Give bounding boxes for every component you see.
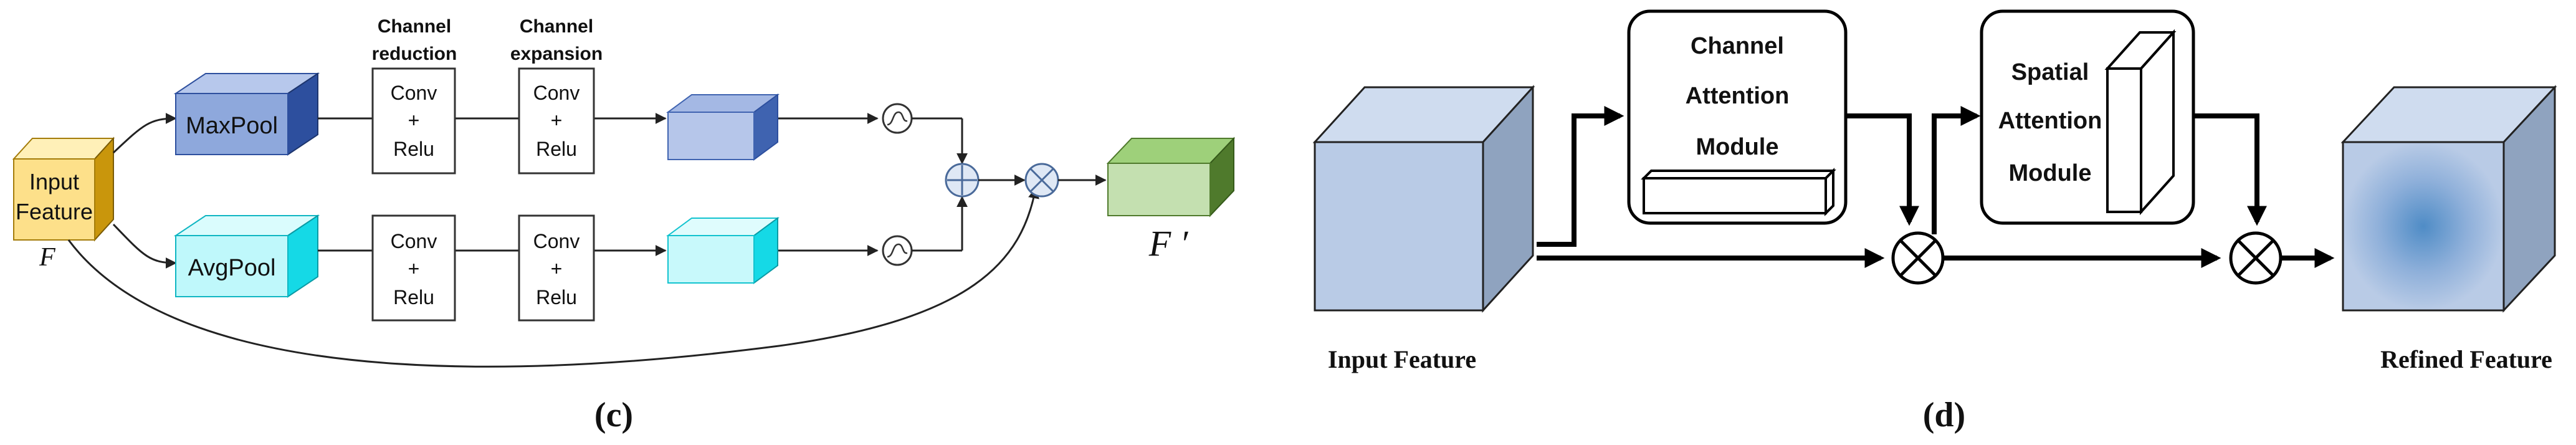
caption-c: (c) (594, 396, 633, 434)
svg-text:Conv: Conv (533, 230, 580, 252)
input-to-avgpool-arrow (112, 223, 177, 269)
spatial-module-line3: Module (2009, 160, 2092, 186)
conv-block-reduction-bottom: Conv + Relu (371, 214, 456, 322)
svg-text:+: + (551, 257, 563, 280)
maxpool-block: MaxPool (173, 72, 320, 156)
panel-d: Input Feature Channel Attention Module (1312, 9, 2557, 434)
spatial-module-line2: Attention (1998, 108, 2102, 134)
multiply1-to-spatial-module-arrow (1932, 106, 1981, 234)
channel-reduction-header-line1: Channel (378, 16, 451, 37)
times-circle-icon-c (1024, 163, 1059, 198)
input-feature-symbol: F (39, 243, 55, 272)
conv-block-expansion-top: Conv + Relu (518, 67, 595, 175)
plus-circle-icon (945, 163, 980, 198)
conv-block-expansion-bottom: Conv + Relu (518, 214, 595, 322)
channel-module-line1: Channel (1691, 33, 1784, 59)
svg-text:Relu: Relu (393, 286, 434, 309)
input-feature-cube: Input Feature F (12, 136, 115, 272)
avgpool-block: AvgPool (173, 214, 320, 298)
svg-text:Conv: Conv (391, 82, 437, 104)
channel-attention-module: Channel Attention Module (1627, 9, 1848, 225)
channel-expansion-header-line1: Channel (520, 16, 593, 37)
channel-module-line3: Module (1696, 134, 1779, 160)
caption-d: (d) (1923, 396, 1965, 434)
conv-block-reduction-top: Conv + Relu (371, 67, 456, 175)
skip-connection-arrow (67, 187, 1039, 368)
channel-expansion-header-line2: expansion (510, 44, 603, 64)
spatial-module-line1: Spatial (2011, 59, 2089, 85)
svg-text:Relu: Relu (536, 286, 577, 309)
input-feature-label-line2: Feature (16, 199, 93, 224)
spatial-module-to-multiply2-arrow (2195, 113, 2267, 226)
sigmoid-icon-top (882, 103, 913, 134)
svg-text:+: + (408, 257, 420, 280)
channel-module-to-multiply1-arrow (1847, 113, 1919, 226)
svg-text:+: + (551, 109, 563, 132)
input-to-maxpool-arrow (112, 113, 177, 154)
input-to-channel-module-arrow (1537, 106, 1624, 247)
input-feature-label-line1: Input (29, 169, 79, 194)
svg-text:Conv: Conv (533, 82, 580, 104)
svg-text:Relu: Relu (393, 138, 434, 160)
channel-module-line2: Attention (1686, 83, 1790, 109)
spatial-attention-module: Spatial Attention Module (1980, 9, 2195, 225)
times-circle-icon-d1 (1891, 231, 1945, 285)
output-feature-symbol: F ′ (1148, 223, 1189, 264)
input-feature-cube-d: Input Feature (1312, 85, 1535, 373)
svg-text:Relu: Relu (536, 138, 577, 160)
svg-text:Conv: Conv (391, 230, 437, 252)
avgpool-label: AvgPool (188, 255, 276, 281)
panel-c: Input Feature F MaxPool AvgPool Channel … (12, 16, 1236, 434)
maxpool-label: MaxPool (186, 113, 278, 139)
feature-map-bottom (665, 217, 780, 284)
output-feature-cube: F ′ (1106, 136, 1236, 264)
channel-reduction-header-line2: reduction (372, 44, 457, 64)
refined-feature-label: Refined Feature (2380, 345, 2552, 373)
input-feature-label-d: Input Feature (1328, 345, 1476, 373)
svg-text:+: + (408, 109, 420, 132)
times-circle-icon-d2 (2229, 231, 2283, 285)
refined-feature-cube: Refined Feature (2340, 85, 2557, 373)
sigmoid-icon-bottom (882, 235, 913, 266)
feature-map-top (665, 93, 780, 161)
